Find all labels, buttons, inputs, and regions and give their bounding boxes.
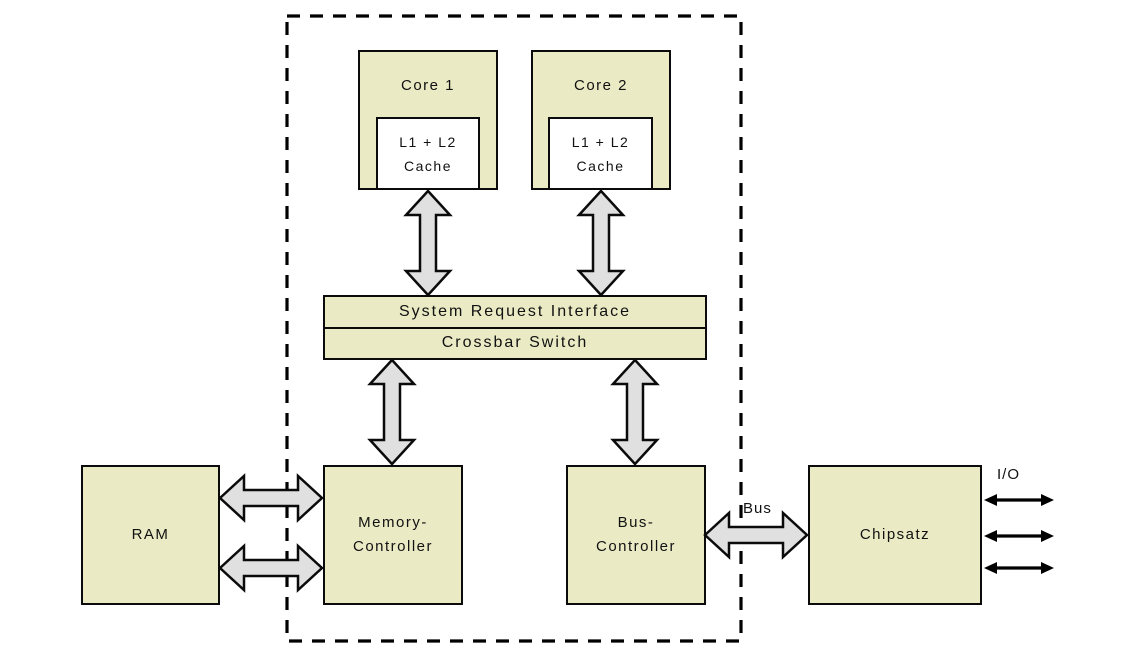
block-crossbar-switch: Crossbar Switch	[325, 329, 705, 359]
memory-controller-line2: Controller	[352, 538, 434, 555]
cpu-boundary-dashed-box	[285, 14, 743, 643]
block-core2-label: Core 2	[573, 77, 629, 94]
block-cache2-line2: Cache	[576, 157, 625, 174]
block-cache1-line1: L1 + L2	[399, 133, 457, 150]
block-memory-controller: Memory- Controller	[323, 465, 463, 605]
block-cache1-line2: Cache	[404, 157, 452, 174]
block-chipset-label: Chipsatz	[859, 526, 931, 543]
arrow-crossbar-memory-controller	[367, 358, 417, 466]
block-bus-controller: Bus- Controller	[566, 465, 706, 605]
bus-controller-line2: Controller	[595, 538, 677, 555]
arrow-crossbar-bus-controller	[610, 358, 660, 466]
block-system-request-interface: System Request Interface	[325, 297, 705, 329]
block-core1-label: Core 1	[400, 77, 456, 94]
memory-controller-line1: Memory-	[358, 514, 428, 531]
sri-label: System Request Interface	[398, 302, 632, 320]
arrow-ram-memory-controller-2	[218, 543, 324, 593]
arrow-bus-controller-chipset	[703, 510, 809, 560]
arrow-ram-memory-controller-1	[218, 473, 324, 523]
bus-label: Bus	[743, 500, 772, 517]
arrow-cache2-sri	[576, 189, 626, 297]
bus-controller-line1: Bus-	[617, 514, 655, 531]
block-cache1: L1 + L2 Cache	[376, 117, 480, 190]
crossbar-label: Crossbar Switch	[441, 334, 589, 352]
block-ram: RAM	[81, 465, 220, 605]
arrow-cache1-sri	[403, 189, 453, 297]
block-chipset: Chipsatz	[808, 465, 982, 605]
io-arrow-3	[984, 562, 1054, 574]
block-sri-crossbar-stack: System Request Interface Crossbar Switch	[323, 295, 707, 360]
block-ram-label: RAM	[131, 526, 170, 543]
block-cache2-line1: L1 + L2	[571, 133, 630, 150]
io-label: I/O	[997, 466, 1021, 483]
io-arrow-2	[984, 530, 1054, 542]
block-cache2: L1 + L2 Cache	[548, 117, 653, 190]
io-arrow-1	[984, 494, 1054, 506]
